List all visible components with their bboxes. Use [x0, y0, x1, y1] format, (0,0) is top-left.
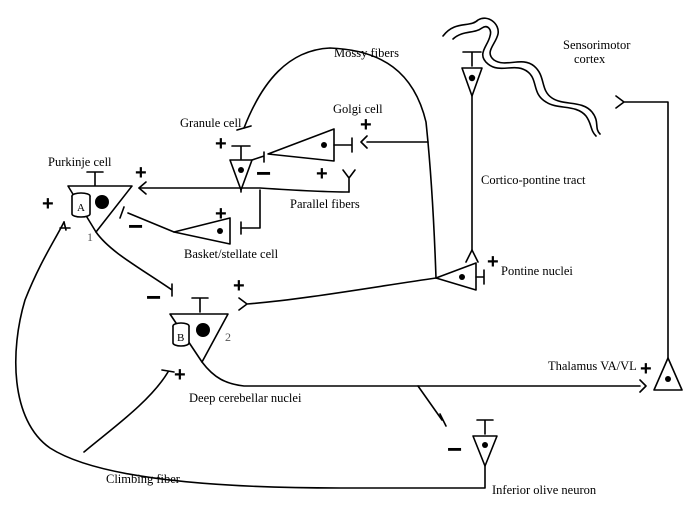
- granule-golgi-sign: −: [256, 158, 271, 188]
- parallel-fiber: [138, 187, 350, 193]
- purkinje-cylinder-letter: A: [77, 202, 85, 214]
- basket-cell-sign: +: [215, 203, 227, 225]
- deep-nuclei-olive-branch: [417, 385, 447, 427]
- pontine-neuron-nucleus: [459, 274, 465, 280]
- deep-nuclei-cylinder-letter: B: [177, 332, 184, 344]
- parallel-fiber-purkinje-sign: +: [135, 162, 147, 184]
- purkinje-cell-number: 1: [87, 230, 93, 244]
- granule-cell-body: [229, 159, 253, 191]
- deep-nuclei-number: 2: [225, 330, 231, 344]
- climbing-fiber-label: Climbing fiber: [106, 472, 181, 486]
- deep-nuclei-cylinder-body: [172, 326, 190, 347]
- pontine-side-synapse: [475, 269, 485, 285]
- pontine-nuclei-neuron: [435, 262, 477, 291]
- sensorimotor-cortex-label-2: cortex: [574, 52, 606, 66]
- parallel-fiber-basket-branch: [240, 189, 261, 229]
- deep-nuclei-mossy-sign: +: [233, 275, 245, 297]
- mossy-fiber-main: [243, 47, 437, 279]
- purkinje-deep-nuclei-sign: −: [146, 282, 161, 312]
- golgi-cell-label: Golgi cell: [333, 102, 383, 116]
- granule-golgi-inhibitory-synapse: [251, 151, 265, 163]
- thalamus-neuron: [653, 357, 683, 391]
- cortical-input-synapse: [462, 51, 482, 67]
- parallel-fiber-purkinje-synapse: [138, 181, 147, 195]
- thalamus-neuron-nucleus: [665, 376, 671, 382]
- cortical-pyramidal-neuron: [461, 67, 483, 97]
- inferior-olive-input-synapse: [476, 419, 494, 435]
- pontine-input-sign: +: [487, 251, 499, 273]
- climbing-fiber-deep-nuclei-branch: [83, 369, 175, 453]
- golgi-cell-nucleus: [321, 142, 327, 148]
- parallel-fibers-label: Parallel fibers: [290, 197, 360, 211]
- cortico-pontine-tract-label: Cortico-pontine tract: [481, 173, 586, 187]
- golgi-parallel-sign: +: [316, 163, 328, 185]
- olive-inhibition-sign: −: [447, 434, 462, 464]
- granule-cell-label: Granule cell: [180, 116, 242, 130]
- cortical-neuron-nucleus: [468, 74, 476, 82]
- climbing-fiber: [15, 221, 486, 489]
- inferior-olive-nucleus: [482, 442, 488, 448]
- golgi-cell-dendrite: [333, 137, 353, 153]
- granule-cell-dendrite: [231, 145, 251, 160]
- thalamus-label: Thalamus VA/VL: [548, 359, 637, 373]
- sensorimotor-cortex-label-1: Sensorimotor: [563, 38, 631, 52]
- golgi-parallel-fiber-synapse: [342, 169, 356, 193]
- climbing-fiber-purkinje-synapse: [59, 221, 71, 231]
- pontine-nuclei-label: Pontine nuclei: [501, 264, 573, 278]
- deep-nuclei-input-synapse: [191, 297, 209, 313]
- sensorimotor-cortex-band: [442, 17, 601, 137]
- mossy-fiber-golgi-branch: [360, 135, 429, 149]
- basket-stellate-cell-body: [173, 217, 231, 245]
- purkinje-axon: [95, 231, 173, 297]
- deep-nuclei-climbing-sign: +: [174, 364, 186, 386]
- deep-nuclei-nucleus: [196, 323, 210, 337]
- mossy-fibers-label: Mossy fibers: [334, 46, 399, 60]
- golgi-cell-sign: +: [360, 114, 372, 136]
- deep-cerebellar-nuclei-label: Deep cerebellar nuclei: [189, 391, 302, 405]
- inferior-olive-neuron-label: Inferior olive neuron: [492, 483, 597, 497]
- thalamo-cortical-projection: [615, 95, 669, 359]
- basket-cell-axon: [119, 206, 175, 233]
- granule-cell-nucleus: [238, 167, 244, 173]
- basket-stellate-cell-label: Basket/stellate cell: [184, 247, 279, 261]
- mossy-fiber-deep-nuclei-branch: [238, 277, 437, 311]
- inferior-olive-neuron: [472, 435, 498, 467]
- basket-purkinje-sign: −: [128, 211, 143, 241]
- thalamus-sign: +: [640, 358, 652, 380]
- deep-nuclei-output-axon: [201, 361, 647, 393]
- basket-cell-nucleus: [217, 228, 223, 234]
- purkinje-cylinder-body: [71, 196, 91, 218]
- purkinje-cell-nucleus: [95, 195, 109, 209]
- mossy-fiber-granule-synapse: [236, 125, 252, 131]
- granule-mossy-sign: +: [215, 133, 227, 155]
- pontine-input-synapse: [465, 249, 479, 263]
- purkinje-climbing-synapse: [86, 171, 104, 187]
- purkinje-cell-label: Purkinje cell: [48, 155, 112, 169]
- climbing-fiber-purkinje-sign: +: [42, 193, 54, 215]
